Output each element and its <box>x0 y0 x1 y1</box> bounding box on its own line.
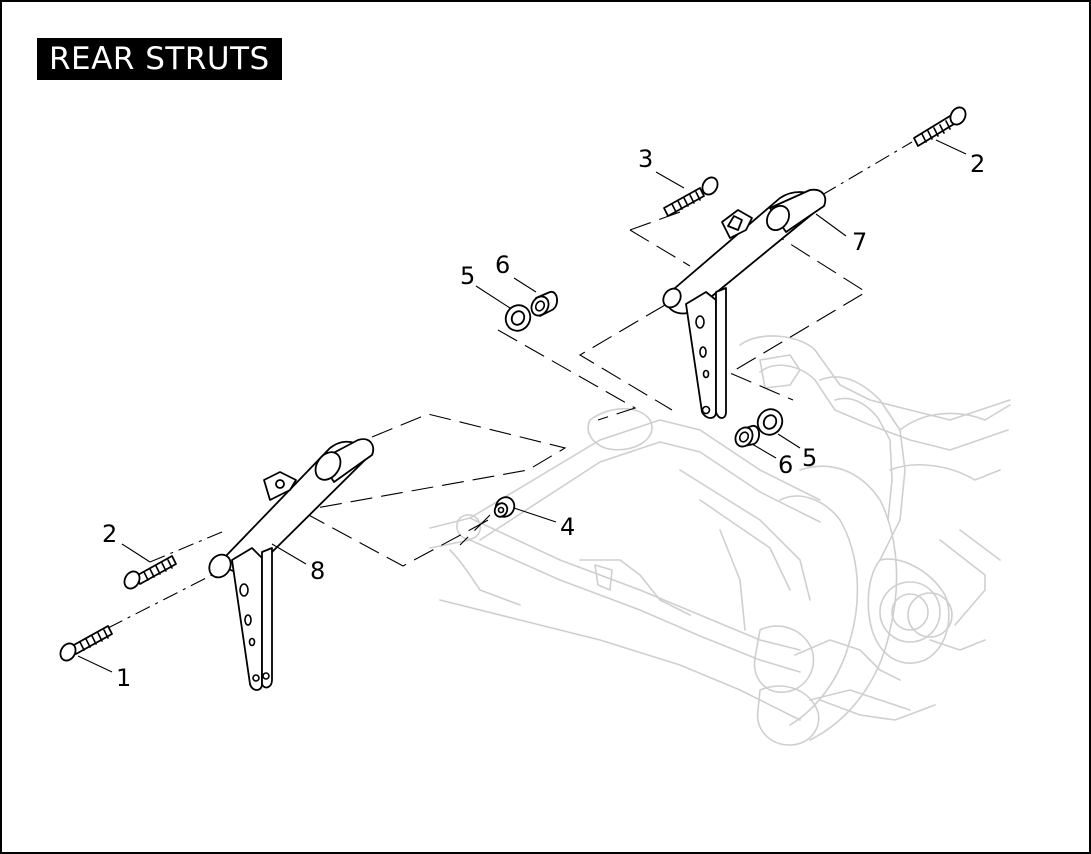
diagram-title: REAR STRUTS <box>37 38 282 80</box>
callout-8: 8 <box>310 557 325 585</box>
bolt-3 <box>663 176 719 217</box>
callout-labels: 1 2 2 3 4 5 5 6 6 7 8 <box>102 145 985 692</box>
callout-2-left: 2 <box>102 520 117 548</box>
nut-4 <box>493 496 516 518</box>
leader-lines <box>77 139 967 673</box>
alignment-lines <box>107 141 913 629</box>
left-strut <box>208 438 375 691</box>
callout-7: 7 <box>852 228 867 256</box>
callout-6-lower: 6 <box>778 451 793 479</box>
callout-1: 1 <box>116 664 131 692</box>
bolt-2-right <box>913 106 967 147</box>
callout-4: 4 <box>560 513 575 541</box>
callout-5-upper: 5 <box>460 262 475 290</box>
bushing-6-upper <box>530 291 558 317</box>
bolt-2-left <box>123 555 177 590</box>
washer-5-upper <box>504 304 532 332</box>
ghost-frame <box>429 335 1011 746</box>
callout-2-right: 2 <box>970 150 985 178</box>
callout-3: 3 <box>638 145 653 173</box>
callout-6-upper: 6 <box>495 251 510 279</box>
bushing-6-lower <box>734 425 760 448</box>
bolt-1 <box>59 625 113 662</box>
right-strut <box>662 188 827 419</box>
washer-5-lower <box>756 408 784 436</box>
callout-5-lower: 5 <box>802 444 817 472</box>
